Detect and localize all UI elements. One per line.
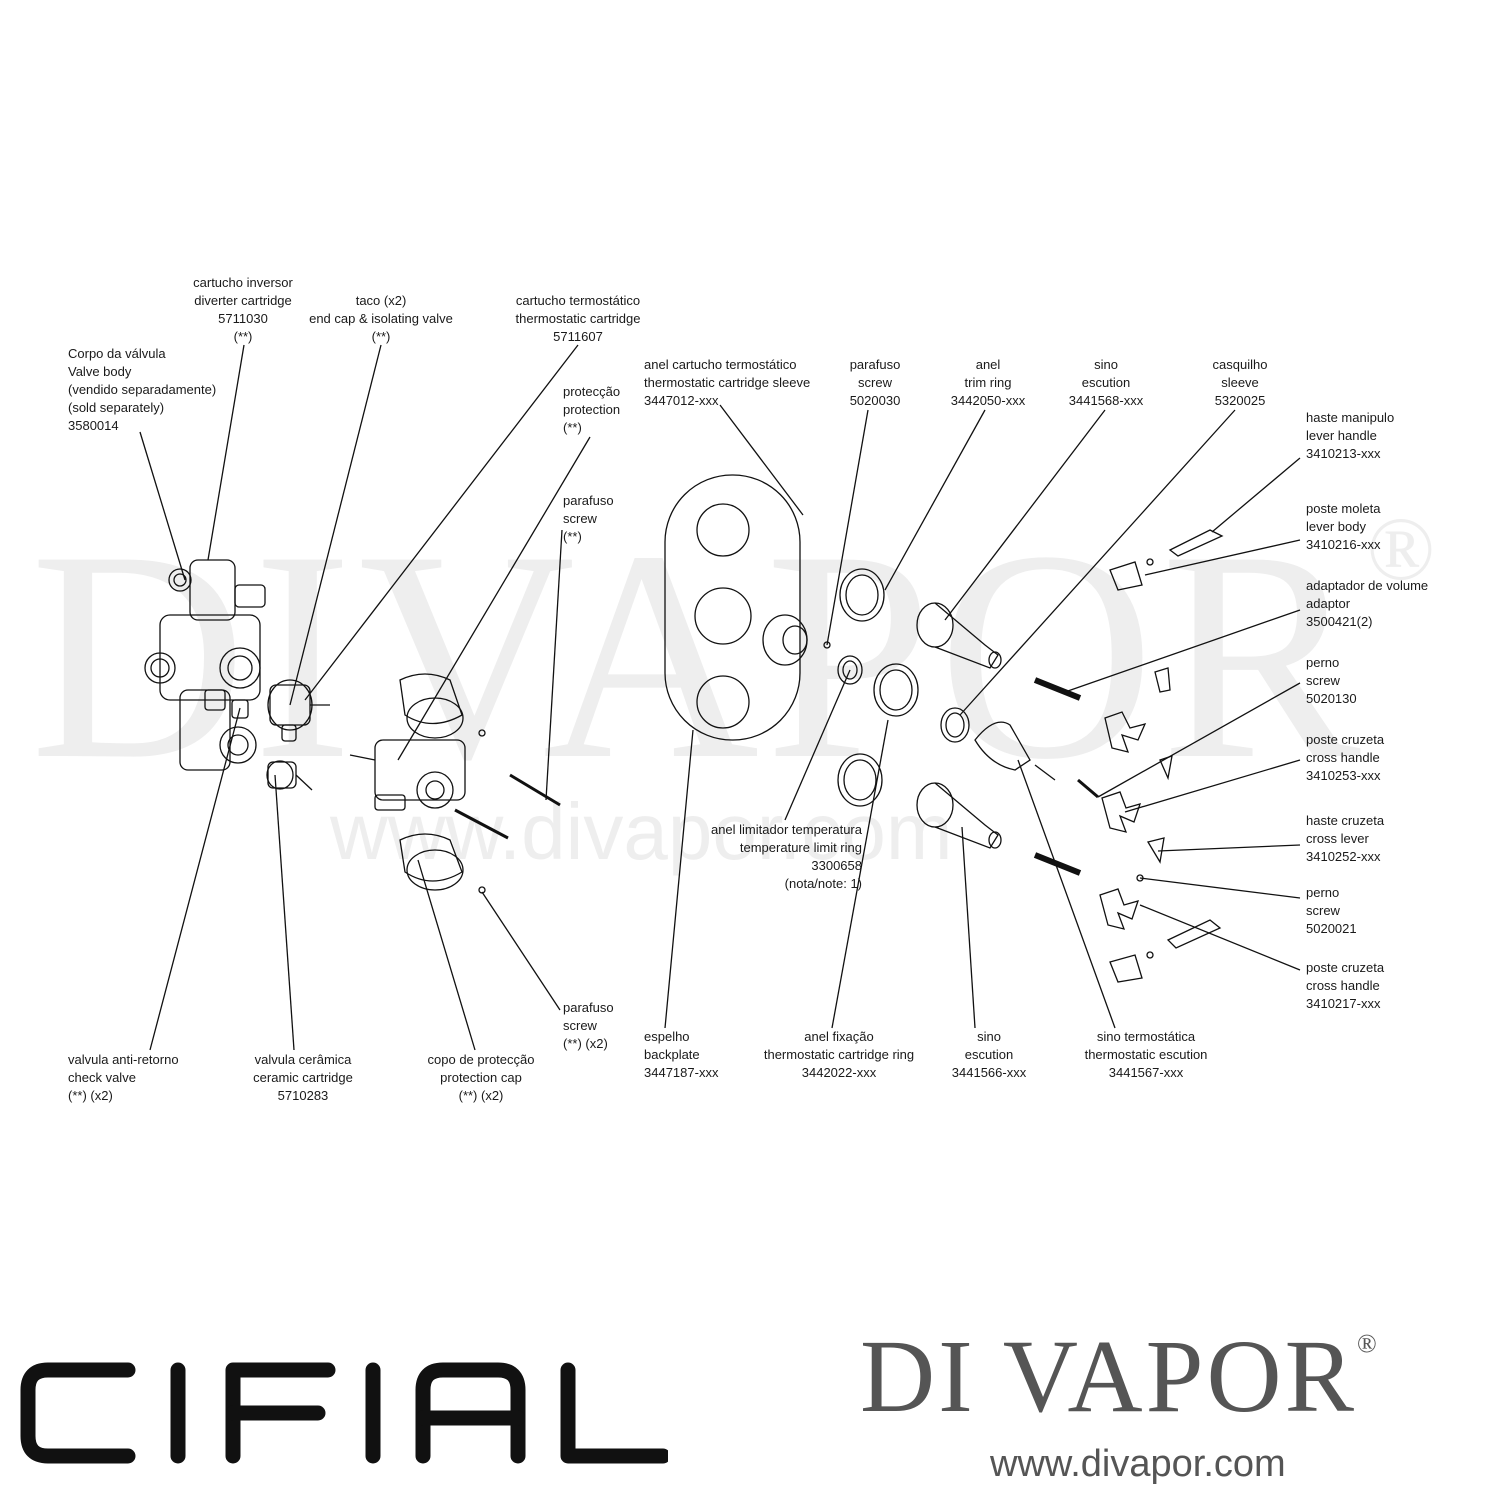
protection-cap-bottom bbox=[399, 833, 464, 891]
watermark-url: www.divapor.com bbox=[330, 787, 953, 876]
valve-body-shape bbox=[144, 559, 266, 771]
lever-body-shape bbox=[1109, 561, 1143, 591]
divapor-url: www.divapor.com bbox=[990, 1443, 1286, 1485]
cartridge-sleeve-shape bbox=[762, 614, 808, 666]
leader-lines bbox=[139, 344, 1301, 1051]
cifial-logo bbox=[18, 1358, 671, 1473]
cross-handle-bottom bbox=[1099, 874, 1222, 983]
watermark-logo: DIVAPOR® bbox=[30, 489, 1442, 821]
backplate-shape bbox=[664, 474, 801, 741]
protection-cap-top bbox=[399, 673, 464, 739]
escution-top-shape bbox=[916, 602, 1002, 669]
lever-handle-shape bbox=[1146, 529, 1224, 566]
adaptor-shape bbox=[1033, 677, 1082, 876]
cross-handle-top bbox=[1104, 667, 1171, 753]
check-valve-shape bbox=[231, 699, 297, 742]
thermostatic-escution-shape bbox=[974, 721, 1056, 781]
diverter-cartridge-shape bbox=[267, 679, 330, 731]
cross-lever-shape bbox=[1146, 837, 1165, 864]
label-end-cap: taco (x2)end cap & isolating valve(**) bbox=[309, 293, 453, 344]
escution-bottom-shape bbox=[916, 782, 1002, 849]
divapor-logo: DI VAPOR® bbox=[860, 1319, 1380, 1434]
ceramic-cartridge-shape bbox=[266, 760, 313, 791]
cross-handle-middle bbox=[1101, 755, 1173, 833]
thermostatic-cartridge-shape bbox=[349, 739, 466, 811]
